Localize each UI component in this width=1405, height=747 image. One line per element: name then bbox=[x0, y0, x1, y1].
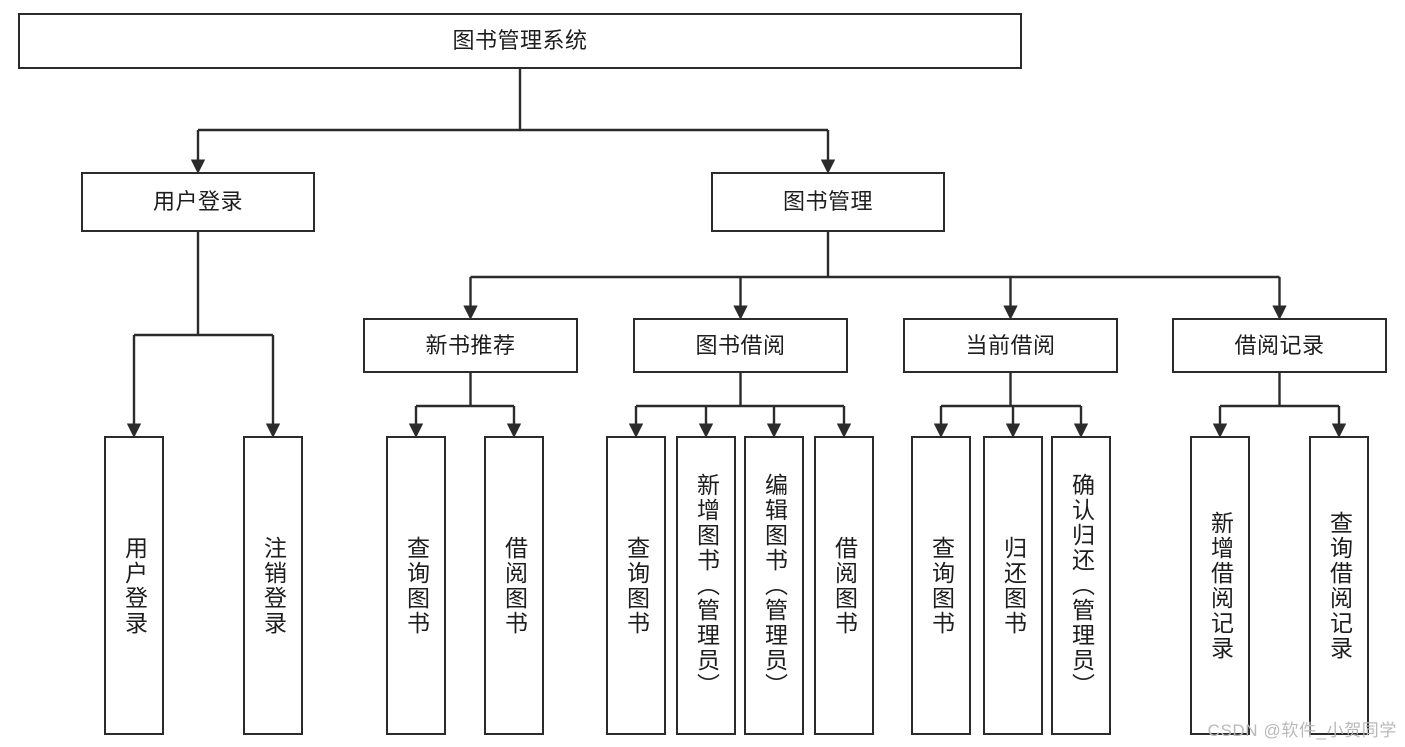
node-leaf-rec-query[interactable]: 查询图书 bbox=[386, 436, 446, 735]
node-root[interactable]: 图书管理系统 bbox=[18, 13, 1022, 69]
node-label: 新增借阅记录 bbox=[1207, 510, 1234, 661]
node-label: 图书借阅 bbox=[695, 332, 786, 358]
node-label: 借阅记录 bbox=[1234, 332, 1325, 358]
connector-group-borrow-record bbox=[1212, 373, 1347, 438]
node-leaf-cur-query[interactable]: 查询图书 bbox=[911, 436, 971, 735]
node-label: 用户登录 bbox=[152, 189, 243, 215]
node-label: 新增图书（管理员） bbox=[693, 473, 720, 698]
node-leaf-borrow-add[interactable]: 新增图书（管理员） bbox=[676, 436, 736, 735]
node-label: 注销登录 bbox=[260, 535, 287, 636]
node-current-borrow[interactable]: 当前借阅 bbox=[903, 318, 1118, 373]
node-leaf-borrow-query[interactable]: 查询图书 bbox=[606, 436, 666, 735]
node-label: 确认归还（管理员） bbox=[1068, 473, 1095, 698]
node-book-manage[interactable]: 图书管理 bbox=[711, 172, 945, 232]
node-borrow-record[interactable]: 借阅记录 bbox=[1172, 318, 1387, 373]
connector-group-root bbox=[190, 69, 836, 174]
connector-group-book-manage bbox=[463, 232, 1287, 320]
connector-group-user-login bbox=[126, 232, 281, 438]
node-leaf-borrow-lend[interactable]: 借阅图书 bbox=[814, 436, 874, 735]
node-book-borrow[interactable]: 图书借阅 bbox=[633, 318, 848, 373]
node-label: 归还图书 bbox=[1000, 535, 1027, 636]
connector-group-new-book-rec bbox=[408, 373, 522, 438]
node-leaf-borrow-edit[interactable]: 编辑图书（管理员） bbox=[744, 436, 804, 735]
node-leaf-user-logout[interactable]: 注销登录 bbox=[243, 436, 303, 735]
node-leaf-cur-confirm[interactable]: 确认归还（管理员） bbox=[1051, 436, 1111, 735]
node-label: 新书推荐 bbox=[425, 332, 516, 358]
node-leaf-cur-return[interactable]: 归还图书 bbox=[983, 436, 1043, 735]
node-label: 查询图书 bbox=[403, 535, 430, 636]
node-label: 借阅图书 bbox=[831, 535, 858, 636]
node-label: 图书管理 bbox=[782, 189, 873, 215]
node-new-book-rec[interactable]: 新书推荐 bbox=[363, 318, 578, 373]
node-label: 借阅图书 bbox=[501, 535, 528, 636]
node-user-login[interactable]: 用户登录 bbox=[81, 172, 315, 232]
node-label: 编辑图书（管理员） bbox=[761, 473, 788, 698]
connector-group-current-borrow bbox=[933, 373, 1089, 438]
node-label: 查询图书 bbox=[928, 535, 955, 636]
node-label: 用户登录 bbox=[121, 535, 148, 636]
node-leaf-user-login[interactable]: 用户登录 bbox=[104, 436, 164, 735]
node-label: 图书管理系统 bbox=[452, 28, 588, 54]
connector-group-book-borrow bbox=[628, 373, 852, 438]
node-label: 当前借阅 bbox=[965, 332, 1056, 358]
node-label: 查询图书 bbox=[623, 535, 650, 636]
node-leaf-rcd-query[interactable]: 查询借阅记录 bbox=[1309, 436, 1369, 735]
node-leaf-rec-borrow[interactable]: 借阅图书 bbox=[484, 436, 544, 735]
node-leaf-rcd-add[interactable]: 新增借阅记录 bbox=[1190, 436, 1250, 735]
node-label: 查询借阅记录 bbox=[1326, 510, 1353, 661]
